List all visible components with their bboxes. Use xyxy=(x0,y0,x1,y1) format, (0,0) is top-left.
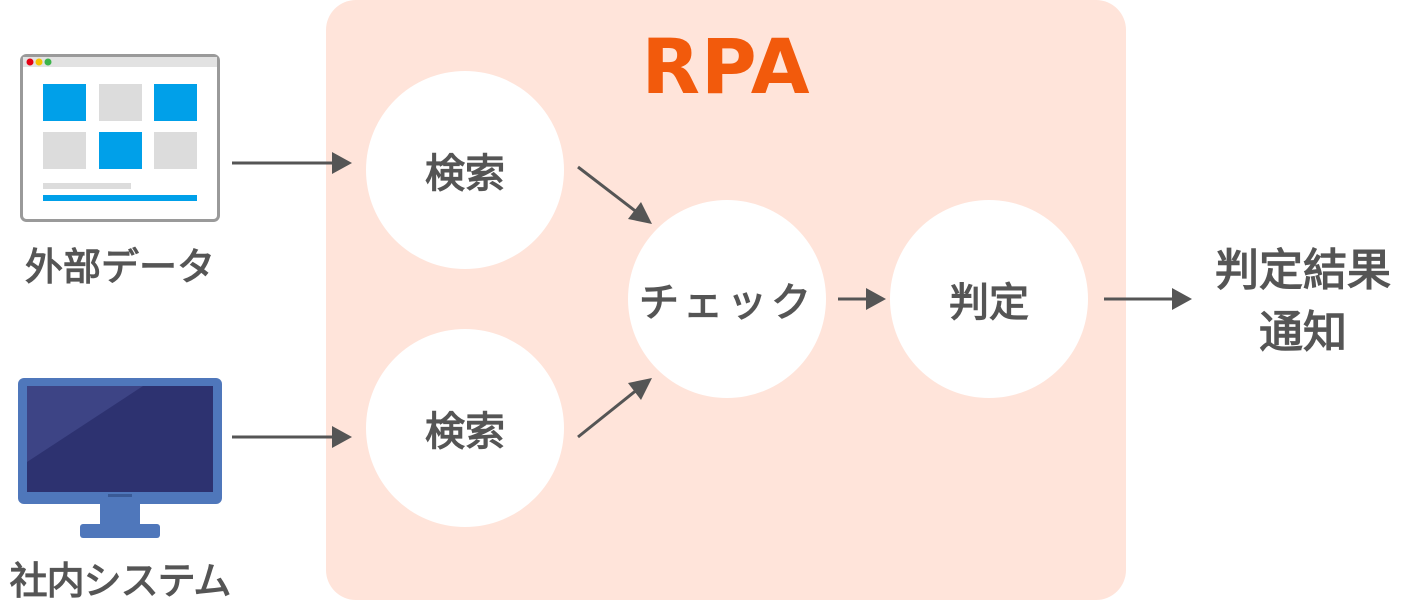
search-node-1-label: 検索 xyxy=(425,151,505,197)
check-node-label: チェック xyxy=(639,280,815,326)
check-node: チェック xyxy=(628,200,826,398)
search-node-2: 検索 xyxy=(366,329,564,527)
result-label-line-1: 判定結果 xyxy=(1215,245,1391,296)
search-node-2-label: 検索 xyxy=(425,409,505,455)
arrow-search-2-to-check xyxy=(577,387,639,439)
arrow-search-1-to-check xyxy=(577,165,639,215)
arrowhead-check-to-judge xyxy=(866,288,886,310)
search-node-1: 検索 xyxy=(366,71,564,269)
internal-system-label: 社内システム xyxy=(9,559,232,603)
judge-node: 判定 xyxy=(890,200,1088,398)
judge-node-label: 判定 xyxy=(949,280,1029,326)
result-label-line-2: 通知 xyxy=(1259,307,1347,358)
desktop-monitor-icon xyxy=(18,378,222,538)
browser-window-icon xyxy=(20,54,220,222)
arrowhead-search-1-to-check xyxy=(628,202,652,224)
arrowhead-external-to-search-1 xyxy=(332,152,352,174)
rpa-title: RPA xyxy=(641,22,811,111)
arrowhead-internal-to-search-2 xyxy=(332,426,352,448)
result-notification-label: 判定結果 通知 xyxy=(1196,240,1410,364)
arrowhead-judge-to-result xyxy=(1172,288,1192,310)
external-data-label: 外部データ xyxy=(24,245,215,289)
arrowhead-search-2-to-check xyxy=(628,378,652,400)
